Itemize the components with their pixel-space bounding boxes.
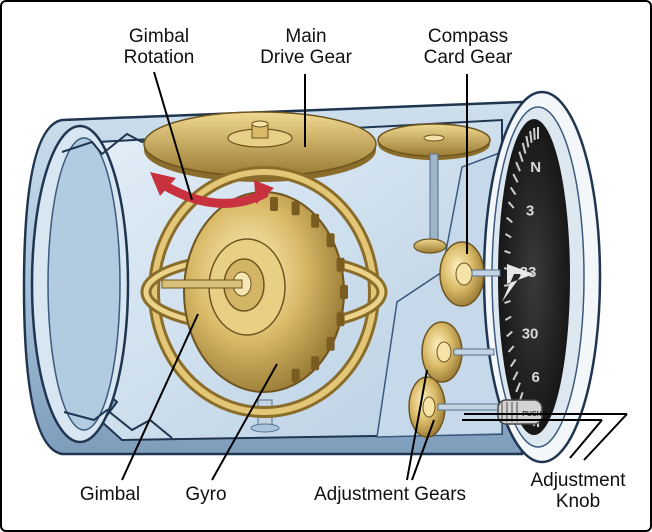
compass-tick <box>512 173 519 183</box>
compass-tick <box>529 130 533 143</box>
label-gyro: Gyro <box>185 484 227 505</box>
compass-tick <box>533 127 536 140</box>
compass-card-gear <box>377 123 501 307</box>
rotor-bucket <box>270 197 278 211</box>
main-drive-gear <box>143 111 377 182</box>
rotor-bucket <box>326 233 335 248</box>
adjustment-gears <box>408 321 499 438</box>
compass-tick <box>504 315 512 321</box>
compass-tick <box>504 250 511 254</box>
gimbal-rotation-arrow <box>150 172 274 208</box>
leader-lines <box>121 71 628 481</box>
compass-tick <box>525 135 530 148</box>
compass-marking: 3 <box>526 202 534 219</box>
compass-tick <box>507 201 515 209</box>
compass-tick <box>504 300 511 304</box>
label-adjustment-knob: Adjustment Knob <box>530 470 626 512</box>
compass-tick <box>506 216 513 224</box>
compass-tick <box>507 345 515 353</box>
rotor-bucket <box>340 285 348 299</box>
label-gimbal: Gimbal <box>79 484 141 505</box>
rotor-bucket <box>291 201 300 216</box>
compass-tick <box>515 161 521 172</box>
compass-tick <box>518 151 524 163</box>
label-compass-card-gear: Compass Card Gear <box>423 26 513 68</box>
compass-tick <box>515 382 521 393</box>
label-main-drive-gear: Main Drive Gear <box>260 26 352 68</box>
compass-tick <box>506 330 513 338</box>
compass-marking: 30 <box>522 326 539 343</box>
compass-marking: N <box>530 159 541 176</box>
rotor-bucket <box>326 336 335 351</box>
compass-tick <box>521 142 527 154</box>
rotor-bucket <box>311 213 320 228</box>
gyro <box>161 191 348 393</box>
rotor-bucket <box>336 257 345 272</box>
compass-tick <box>509 358 517 368</box>
compass-marking: 6 <box>531 369 539 386</box>
label-adjustment-gears: Adjustment Gears <box>313 484 467 505</box>
rotor-bucket <box>291 368 300 383</box>
compass-tick <box>512 371 519 381</box>
compass-tick <box>509 186 517 196</box>
rotor-bucket <box>311 356 320 371</box>
label-gimbal-rotation: Gimbal Rotation <box>123 26 195 68</box>
rotor-bucket <box>336 312 345 327</box>
compass-tick <box>504 233 512 239</box>
compass-tick <box>503 284 511 287</box>
